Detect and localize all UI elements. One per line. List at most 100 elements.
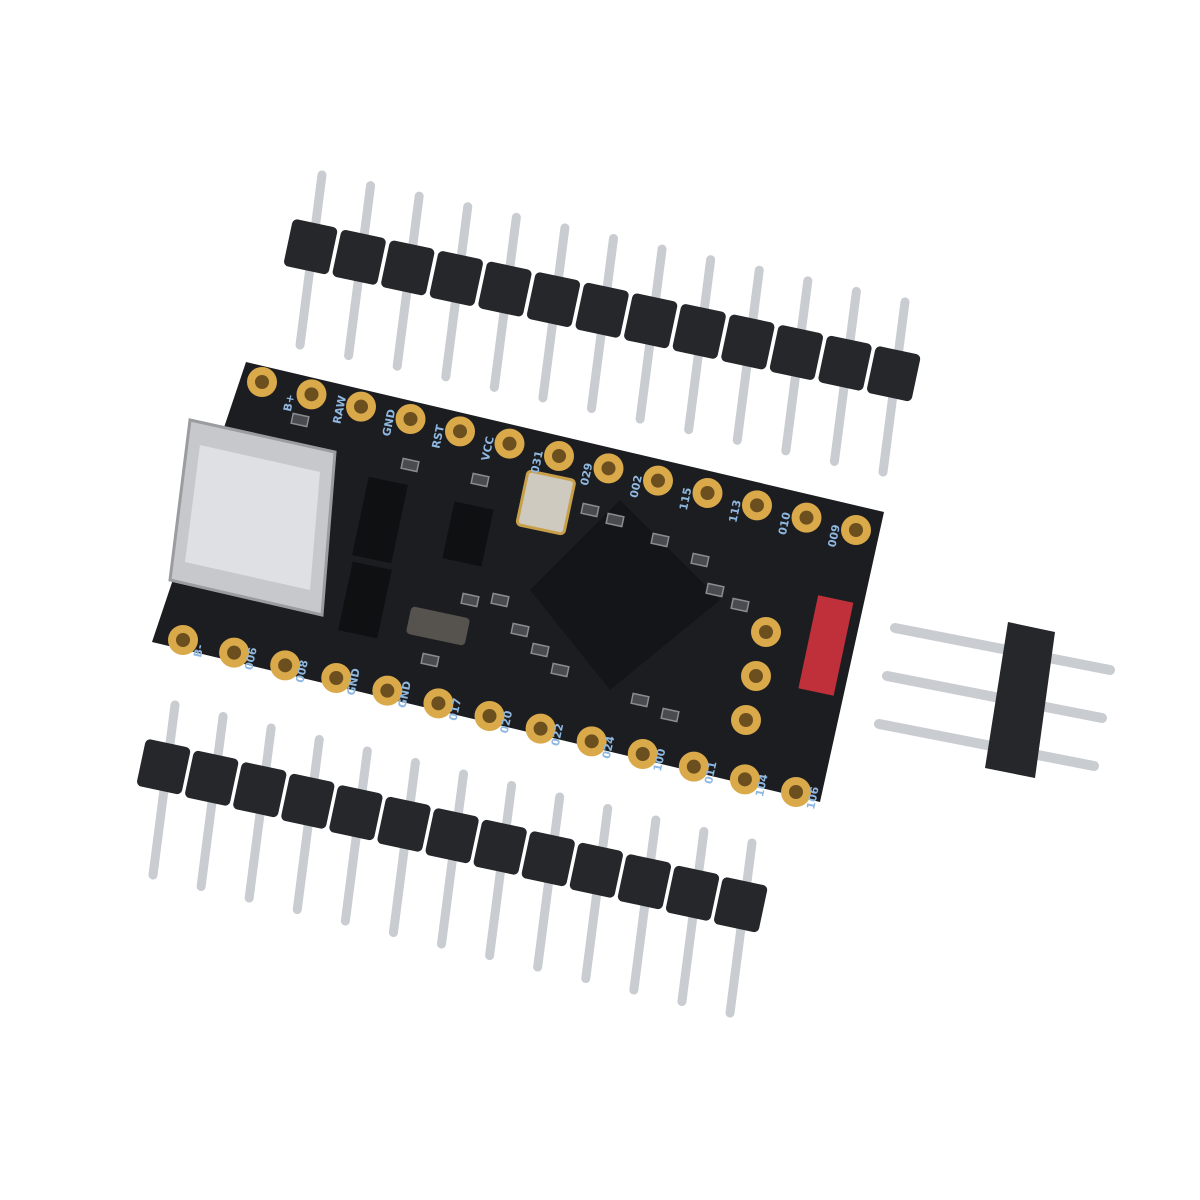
pin-label: 010 <box>776 511 794 537</box>
pad-hole <box>502 436 517 451</box>
pad-hole <box>750 498 764 513</box>
top-pin-header <box>284 170 921 477</box>
pad-hole <box>354 399 368 414</box>
pin-label: GND <box>344 667 362 696</box>
pad-hole <box>686 759 701 774</box>
pad-hole <box>759 625 773 639</box>
pin-label: 011 <box>702 760 719 785</box>
header-block <box>478 261 532 317</box>
smd-part <box>705 582 725 598</box>
header-block <box>233 762 287 818</box>
pad-hole <box>227 645 242 660</box>
header-block <box>769 325 823 380</box>
pin-label: 104 <box>753 772 771 798</box>
header-block <box>185 750 239 806</box>
header-block <box>473 819 527 875</box>
pin-label: 113 <box>726 499 743 524</box>
pin-label: 115 <box>677 486 694 511</box>
smd-part <box>630 692 650 708</box>
pin-label: 006 <box>242 646 260 672</box>
pad-hole <box>329 671 344 685</box>
smd-part <box>550 662 570 678</box>
pad-hole <box>700 486 715 500</box>
header-block <box>818 335 872 391</box>
pin-label: 029 <box>578 462 595 487</box>
header-block <box>137 739 191 795</box>
crystal <box>515 469 576 536</box>
pin-label: GND <box>380 408 398 437</box>
smd-part <box>580 502 600 518</box>
pad-hole <box>380 683 395 698</box>
pad-hole <box>584 734 599 749</box>
pad-hole <box>789 785 803 799</box>
pad-hole <box>601 461 616 476</box>
pad-hole <box>552 449 566 463</box>
smd-part <box>290 412 310 428</box>
header-block <box>672 304 726 359</box>
header-pin <box>874 719 1099 771</box>
pin-label: RST <box>429 423 447 450</box>
pin-label: 031 <box>528 449 545 474</box>
usb-c-connector <box>168 418 337 617</box>
pin-label: B+ <box>281 393 297 413</box>
header-block <box>624 293 678 349</box>
smd-part <box>420 652 440 668</box>
pad-hole <box>651 473 665 488</box>
pin-label: 017 <box>447 697 464 722</box>
header-block <box>332 230 386 285</box>
header-block <box>714 877 768 933</box>
header-block <box>721 314 775 370</box>
header-block <box>575 282 629 338</box>
smd-part <box>530 642 550 658</box>
header-block <box>281 773 335 829</box>
pin-label: RAW <box>330 394 349 425</box>
smd-part <box>490 592 510 608</box>
pin-label: 022 <box>549 722 566 747</box>
pin-label: 020 <box>498 709 516 735</box>
voltage-regulator <box>338 476 494 639</box>
header-block <box>867 346 921 402</box>
pad-hole <box>635 747 650 761</box>
header-block <box>381 240 435 296</box>
pad-hole <box>176 633 190 647</box>
smd-part <box>730 597 750 613</box>
smd-part <box>650 532 670 548</box>
smd-part <box>400 457 420 473</box>
pad-hole <box>431 696 446 711</box>
pad-hole <box>482 709 497 723</box>
pad-hole <box>255 375 269 389</box>
smd-part <box>605 512 625 528</box>
pin-label: GND <box>396 680 414 709</box>
header-block <box>377 796 431 852</box>
pad-hole <box>749 669 763 683</box>
smd-part <box>460 592 480 608</box>
mcu-chip <box>530 500 720 690</box>
pad-hole <box>849 523 863 537</box>
header-block <box>569 842 623 898</box>
header-pin <box>890 623 1115 675</box>
smd-part <box>470 472 490 488</box>
pin-label: 002 <box>627 474 644 499</box>
header-block <box>329 785 383 841</box>
pad-hole <box>737 772 752 787</box>
pin-label: 106 <box>804 785 822 811</box>
header-pin <box>882 671 1107 723</box>
smd-part <box>510 622 530 638</box>
pad-hole <box>278 658 293 673</box>
pin-label: 024 <box>600 734 618 760</box>
pad-hole <box>533 721 548 736</box>
header-block <box>617 854 671 910</box>
header-block <box>284 219 338 275</box>
pin-label: 009 <box>825 523 842 548</box>
pad-hole <box>739 713 753 727</box>
header-block <box>521 831 575 887</box>
pad-hole <box>403 412 418 426</box>
side-pin-header <box>874 622 1115 778</box>
header-block <box>665 865 720 921</box>
header-block <box>425 808 479 864</box>
pad-hole <box>799 510 814 525</box>
header-block <box>429 251 483 306</box>
bottom-pin-header <box>137 700 768 1018</box>
